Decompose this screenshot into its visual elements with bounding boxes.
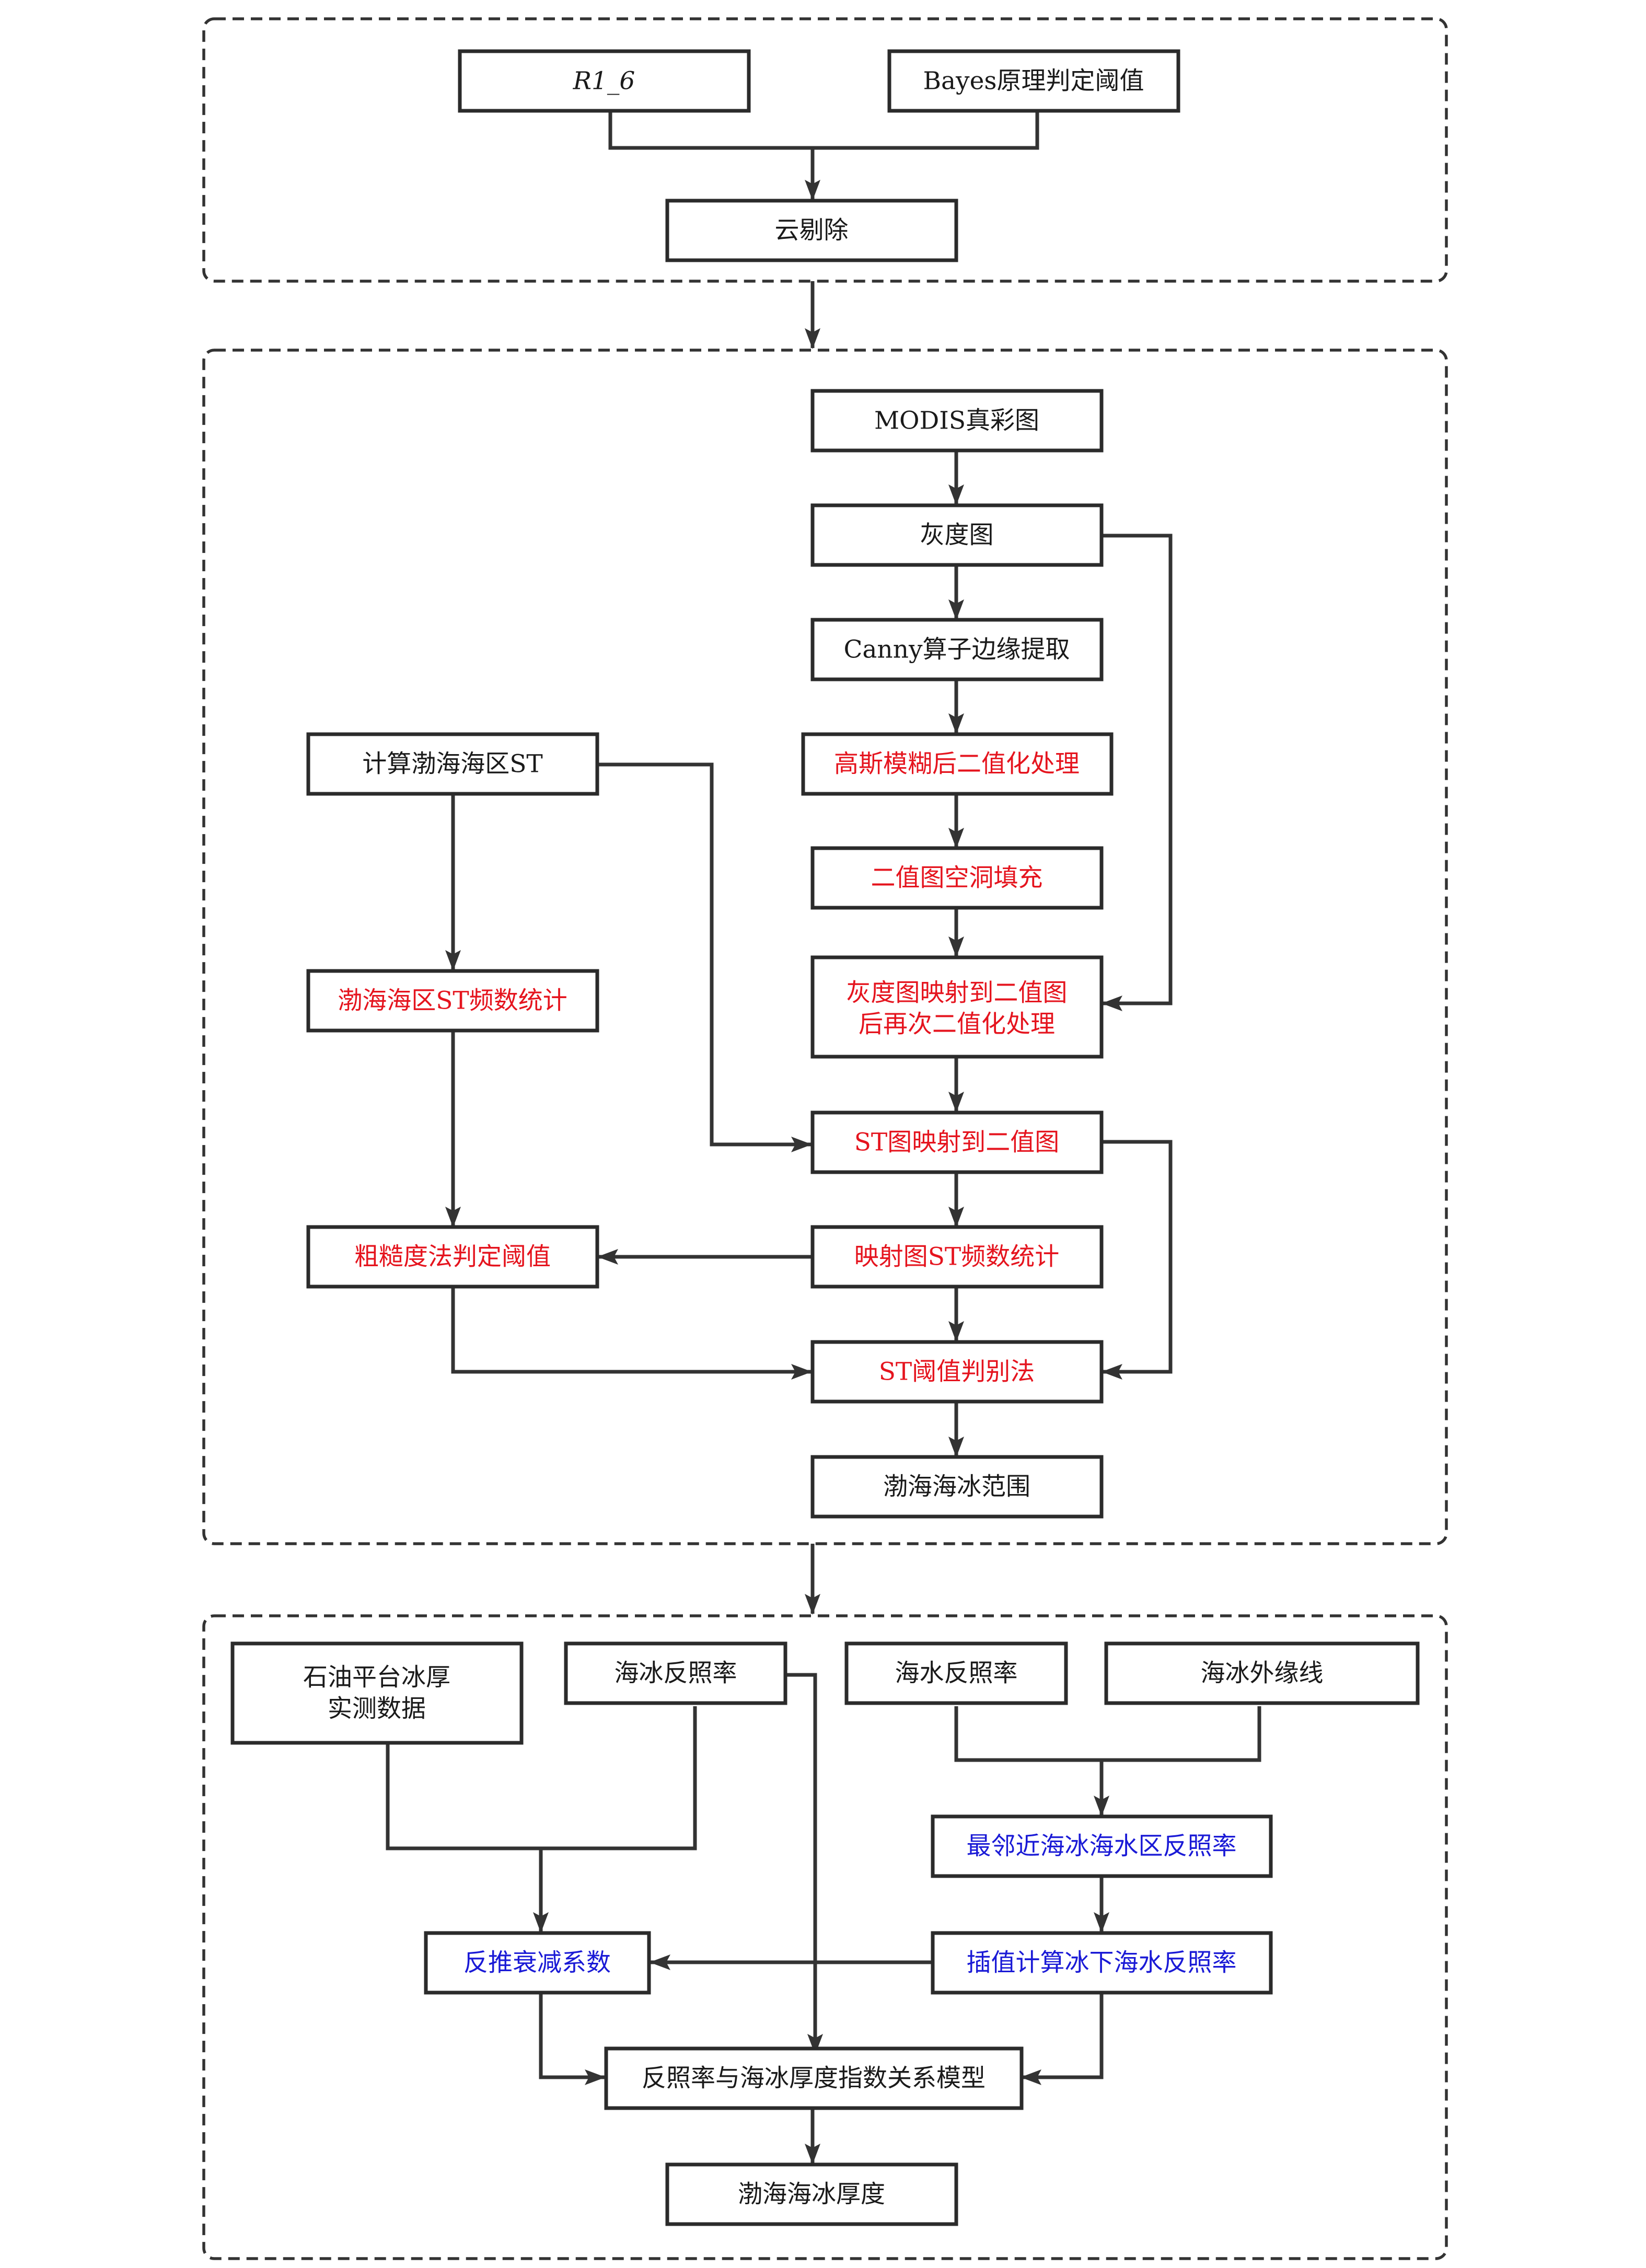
node-nearest-label: 最邻近海冰海水区反照率 (967, 1832, 1237, 1861)
node-fill: 二值图空洞填充 (810, 846, 1104, 910)
node-oil-platform-label-line2: 实测数据 (328, 1695, 426, 1723)
node-oil-platform-label-line1: 石油平台冰厚 (303, 1663, 450, 1692)
edge-r1-bayes-merge (608, 111, 1039, 150)
edge-water-edge-merge (954, 1706, 1261, 1762)
node-remap-label-line1: 灰度图映射到二值图 (847, 979, 1068, 1008)
node-canny-label: Canny算子边缘提取 (843, 635, 1070, 664)
node-inverse-label: 反推衰减系数 (463, 1949, 611, 1977)
node-r1-6: R1_6 (458, 49, 751, 113)
node-modis: MODIS真彩图 (810, 389, 1104, 453)
node-map-freq: 映射图ST频数统计 (810, 1225, 1104, 1289)
node-ice-extent: 渤海海冰范围 (810, 1455, 1104, 1519)
edge-inverse-model (539, 1992, 606, 2085)
node-calc-st-label: 计算渤海海区ST (362, 750, 543, 779)
node-cloud-removal-label: 云剔除 (775, 216, 849, 245)
node-model: 反照率与海冰厚度指数关系模型 (604, 2046, 1024, 2110)
node-st-thresh-label: ST阈值判别法 (879, 1358, 1035, 1386)
node-rough-label: 粗糙度法判定阈值 (354, 1243, 551, 1271)
node-ice-thickness-label: 渤海海冰厚度 (738, 2180, 885, 2209)
node-gauss-label: 高斯模糊后二值化处理 (834, 750, 1080, 779)
node-remap-label-line2: 后再次二值化处理 (859, 1010, 1055, 1039)
group-ice-thickness (202, 1614, 1448, 2260)
node-st-map: ST图映射到二值图 (810, 1110, 1104, 1174)
group-cloud-removal (202, 17, 1448, 283)
node-oil-platform: 石油平台冰厚 实测数据 (230, 1641, 524, 1745)
node-modis-label: MODIS真彩图 (874, 407, 1039, 435)
node-interp-label: 插值计算冰下海水反照率 (967, 1949, 1237, 1977)
node-fill-label: 二值图空洞填充 (871, 864, 1043, 893)
node-cloud-removal: 云剔除 (665, 199, 958, 262)
node-bayes-label: Bayes原理判定阈值 (923, 67, 1144, 96)
node-ice-albedo-label: 海冰反照率 (615, 1659, 737, 1688)
node-water-albedo: 海水反照率 (844, 1641, 1068, 1705)
edge-calcst-stmap (596, 762, 812, 1152)
node-st-map-label: ST图映射到二值图 (854, 1128, 1060, 1157)
node-remap: 灰度图映射到二值图 后再次二值化处理 (810, 955, 1104, 1059)
node-gray-label: 灰度图 (920, 521, 994, 550)
node-ice-edge-line-label: 海冰外缘线 (1201, 1659, 1324, 1688)
edge-gray-remap-bypass (1101, 534, 1173, 1011)
node-ice-extent-label: 渤海海冰范围 (883, 1473, 1030, 1501)
node-st-thresh: ST阈值判别法 (810, 1340, 1104, 1404)
edge-icealbedo-model (785, 1673, 823, 2055)
node-st-freq: 渤海海区ST频数统计 (306, 969, 599, 1033)
node-ice-albedo: 海冰反照率 (564, 1641, 787, 1705)
node-water-albedo-label: 海水反照率 (895, 1659, 1018, 1688)
node-nearest: 最邻近海冰海水区反照率 (931, 1814, 1273, 1878)
group-ice-extent (202, 349, 1448, 1545)
node-gray: 灰度图 (810, 503, 1104, 567)
node-st-freq-label: 渤海海区ST频数统计 (338, 987, 567, 1015)
node-ice-edge-line: 海冰外缘线 (1104, 1641, 1420, 1705)
node-r1-6-label: R1_6 (573, 67, 635, 96)
node-canny: Canny算子边缘提取 (810, 618, 1104, 681)
node-gauss: 高斯模糊后二值化处理 (801, 732, 1114, 796)
node-rough: 粗糙度法判定阈值 (306, 1225, 599, 1289)
node-calc-st: 计算渤海海区ST (306, 732, 599, 796)
edge-stmap-stthresh-bypass (1101, 1140, 1173, 1380)
edge-rough-stthresh (451, 1287, 812, 1380)
edge-interp-model (1021, 1992, 1104, 2085)
node-bayes: Bayes原理判定阈值 (887, 49, 1180, 113)
node-model-label: 反照率与海冰厚度指数关系模型 (642, 2064, 986, 2093)
node-map-freq-label: 映射图ST频数统计 (854, 1243, 1060, 1271)
node-ice-thickness: 渤海海冰厚度 (665, 2162, 958, 2226)
node-inverse: 反推衰减系数 (424, 1931, 651, 1995)
node-interp: 插值计算冰下海水反照率 (931, 1931, 1273, 1995)
